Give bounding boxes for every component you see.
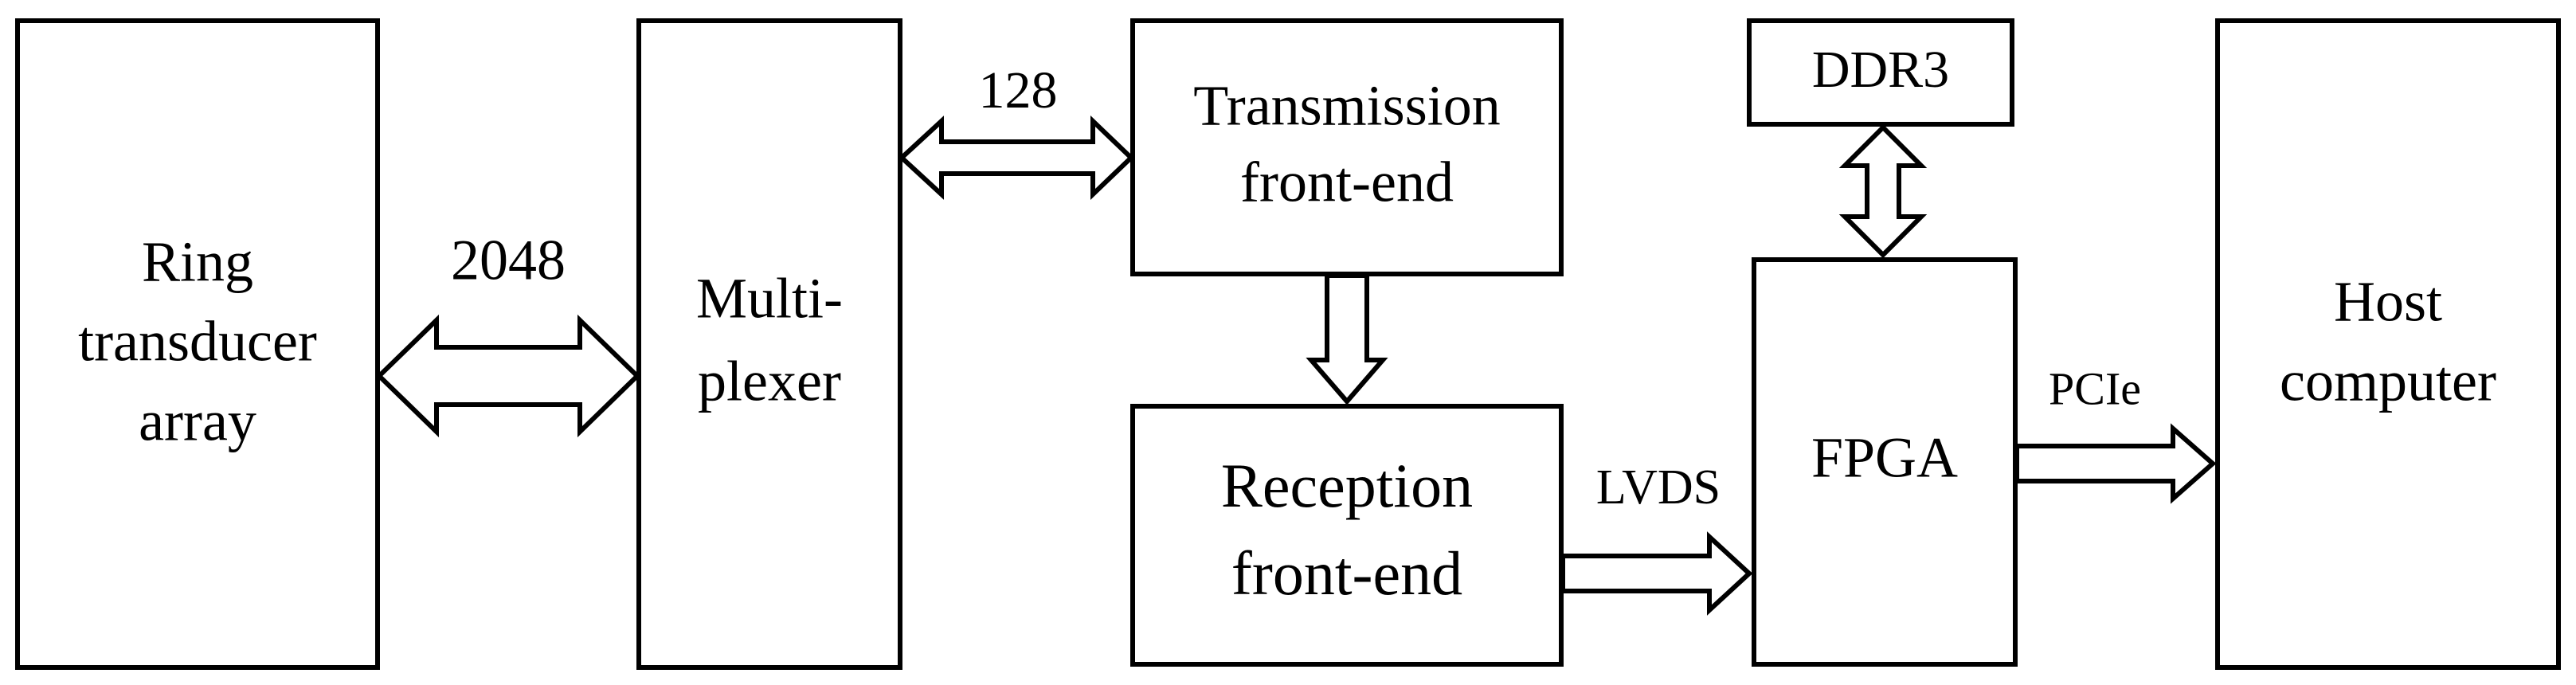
multiplexer-box bbox=[636, 18, 902, 670]
transmission-front-end-box bbox=[1130, 18, 1564, 276]
arrow-ddr3-fpga bbox=[1838, 123, 1928, 259]
block-multiplexer: Multi- plexer bbox=[636, 18, 902, 670]
reception-label-line-2: front-end bbox=[1231, 538, 1462, 608]
host-label-line-2: computer bbox=[2280, 350, 2496, 413]
ddr3-label: DDR3 bbox=[1812, 41, 1949, 99]
multiplexer-label-line-2: plexer bbox=[698, 350, 841, 413]
link-label-lvds: LVDS bbox=[1596, 460, 1721, 515]
ring-label-line-1: Ring bbox=[142, 230, 253, 294]
block-reception-front-end: Reception front-end bbox=[1130, 404, 1564, 667]
block-ring-transducer-array: Ring transducer array bbox=[15, 18, 380, 670]
fpga-label: FPGA bbox=[1811, 426, 1958, 490]
block-fpga: FPGA bbox=[1752, 257, 2018, 667]
transmission-label-line-2: front-end bbox=[1240, 151, 1454, 214]
block-ddr3: DDR3 bbox=[1747, 18, 2014, 127]
reception-front-end-box bbox=[1130, 404, 1564, 667]
ring-label-line-3: array bbox=[139, 389, 256, 453]
transmission-label-line-1: Transmission bbox=[1193, 74, 1500, 138]
block-transmission-front-end: Transmission front-end bbox=[1130, 18, 1564, 276]
arrow-reception-fpga bbox=[1560, 531, 1753, 616]
host-label-line-1: Host bbox=[2334, 270, 2442, 334]
arrow-multiplexer-transmission bbox=[898, 115, 1135, 201]
link-label-2048: 2048 bbox=[451, 229, 566, 292]
host-computer-box bbox=[2215, 18, 2561, 670]
ring-transducer-array-box bbox=[15, 18, 380, 670]
link-label-128: 128 bbox=[979, 61, 1058, 119]
block-host-computer: Host computer bbox=[2215, 18, 2561, 670]
fpga-box bbox=[1752, 257, 2018, 667]
multiplexer-label-line-1: Multi- bbox=[696, 267, 843, 331]
ddr3-box bbox=[1747, 18, 2014, 127]
arrow-ring-multiplexer bbox=[375, 314, 641, 438]
ring-label-line-2: transducer bbox=[78, 310, 317, 374]
arrow-fpga-host bbox=[2014, 423, 2217, 504]
arrow-transmission-reception bbox=[1306, 273, 1388, 405]
reception-label-line-1: Reception bbox=[1221, 451, 1473, 520]
link-label-pcie: PCIe bbox=[2049, 362, 2141, 414]
